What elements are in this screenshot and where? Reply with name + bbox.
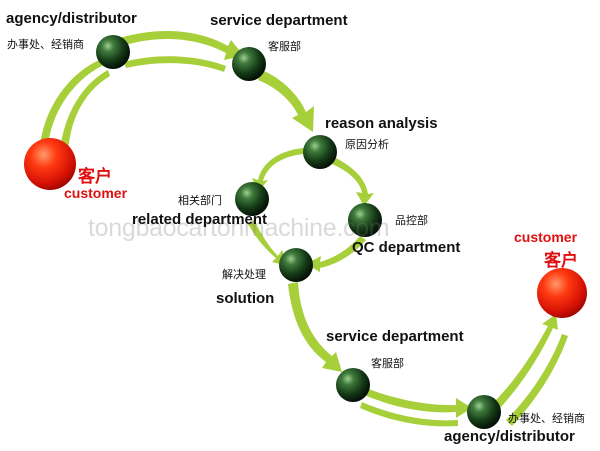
solution-label: solution [216, 290, 275, 307]
agency-bottom-node [467, 395, 501, 429]
agency-top-cn-label: 办事处、经销商 [7, 39, 84, 51]
qc-label: QC department [352, 239, 461, 256]
service-bottom-label: service department [326, 328, 464, 345]
solution-node [279, 248, 313, 282]
arrow-service-to-agency-bottom-lower [360, 402, 458, 427]
service-bottom-node [336, 368, 370, 402]
customer-end-cn-label: 客户 [544, 251, 578, 271]
service-top-cn-label: 客服部 [268, 41, 301, 53]
arrow-qc-to-solution [306, 236, 366, 272]
watermark-text: tongbaocartonmachine.com [88, 214, 390, 242]
customer-end-label: customer [514, 229, 578, 245]
arrow-reason-to-related [252, 148, 304, 192]
reason-node [303, 135, 337, 169]
reason-label: reason analysis [325, 115, 438, 132]
customer-start-cn-label: 客户 [78, 167, 112, 187]
solution-cn-label: 解决处理 [222, 269, 266, 281]
agency-top-node [96, 35, 130, 69]
agency-bottom-label: agency/distributor [444, 428, 575, 445]
agency-top-label: agency/distributor [6, 10, 137, 27]
arrow-customer-to-agency [40, 58, 106, 146]
qc-cn-label: 品控部 [395, 215, 428, 227]
service-top-node [232, 47, 266, 81]
arrow-reason-to-qc [332, 158, 374, 206]
arrow-customer-to-agency-outer [60, 70, 110, 152]
arrow-related-to-solution [248, 220, 288, 266]
arrow-service-to-agency-bottom [362, 388, 472, 418]
related-node [235, 182, 269, 216]
arrow-agency-to-customer-end-inner [506, 334, 568, 426]
qc-node [348, 203, 382, 237]
arrow-service-to-reason [258, 70, 314, 132]
arrow-agency-to-service-lower [124, 56, 226, 72]
arrow-agency-to-customer-end [494, 314, 558, 408]
arrow-solution-to-service-bottom [288, 282, 342, 372]
agency-bottom-cn-label: 办事处、经销商 [508, 413, 585, 425]
arrow-agency-to-service [120, 31, 244, 60]
service-bottom-cn-label: 客服部 [371, 358, 404, 370]
service-top-label: service department [210, 12, 348, 29]
nodes-group [24, 35, 587, 429]
customer-start-node [24, 138, 76, 190]
customer-start-label: customer [64, 185, 128, 201]
related-label: related department [132, 211, 268, 228]
related-cn-label: 相关部门 [178, 195, 222, 207]
customer-end-node [537, 268, 587, 318]
reason-cn-label: 原因分析 [345, 139, 389, 151]
